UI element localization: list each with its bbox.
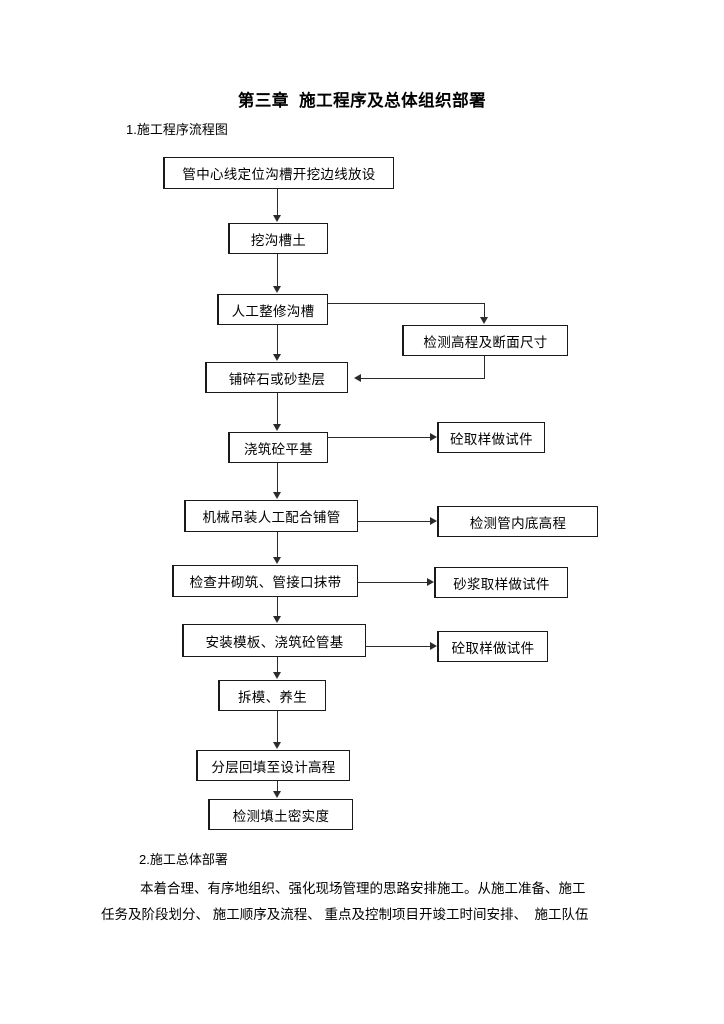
edge-n4-n5-line	[277, 393, 279, 425]
flow-node-main-4: 铺碎石或砂垫层	[205, 362, 348, 393]
edge-n3-s1-hline	[328, 303, 485, 305]
flow-node-main-5: 浇筑砼平基	[228, 432, 328, 463]
flow-node-side-5: 砼取样做试件	[437, 631, 548, 662]
edge-n5-n6-line	[277, 463, 279, 493]
edge-n9-n10-line	[277, 711, 279, 743]
edge-n10-n11-line	[277, 781, 279, 792]
edge-n8-n9-line	[277, 657, 279, 673]
edge-n7-s4-arrow	[427, 578, 434, 586]
edge-n6-s3-arrow	[430, 517, 437, 525]
flow-node-main-10: 分层回填至设计高程	[196, 750, 350, 781]
edge-n1-n2-arrow	[273, 215, 281, 222]
flow-node-side-2: 砼取样做试件	[437, 422, 545, 453]
edge-n2-n3-arrow	[273, 286, 281, 293]
edge-n10-n11-arrow	[273, 791, 281, 798]
edge-n8-n9-arrow	[273, 672, 281, 679]
edge-n3-n4-arrow	[273, 354, 281, 361]
edge-n1-n2-line	[277, 189, 279, 216]
edge-n8-s5-arrow	[430, 642, 437, 650]
flow-node-main-7: 检查井砌筑、管接口抹带	[172, 565, 358, 597]
edge-n3-n4-line	[277, 325, 279, 355]
edge-n5-s2-arrow	[430, 433, 437, 441]
edge-s1-n4-arrow	[354, 374, 361, 382]
edge-n7-n8-line	[277, 597, 279, 617]
edge-n5-n6-arrow	[273, 492, 281, 499]
edge-n4-n5-arrow	[273, 424, 281, 431]
flow-node-main-3: 人工整修沟槽	[217, 294, 328, 325]
edge-n6-s3-line	[358, 521, 431, 523]
edge-n6-n7-line	[277, 532, 279, 558]
flow-node-main-6: 机械吊装人工配合铺管	[184, 500, 358, 532]
flow-node-side-4: 砂浆取样做试件	[434, 567, 568, 598]
section-label-2: 2.施工总体部署	[139, 852, 228, 867]
edge-n6-n7-arrow	[273, 557, 281, 564]
edge-n5-s2-line	[328, 437, 431, 439]
edge-n7-n8-arrow	[273, 616, 281, 623]
edge-n8-s5-line	[366, 646, 431, 648]
edge-s1-n4-vline	[484, 356, 486, 379]
edge-n3-s1-vline	[484, 303, 486, 318]
flow-node-main-8: 安装模板、浇筑砼管基	[182, 624, 366, 657]
edge-n7-s4-line	[358, 582, 428, 584]
page-title: 第三章 施工程序及总体组织部署	[237, 92, 487, 110]
edge-n9-n10-arrow	[273, 742, 281, 749]
edge-s1-n4-hline	[360, 378, 485, 380]
flow-node-main-1: 管中心线定位沟槽开挖边线放设	[163, 157, 394, 189]
flow-node-main-2: 挖沟槽土	[228, 223, 328, 254]
body-paragraph-line-2: 任务及阶段划分、 施工顺序及流程、 重点及控制项目开竣工时间安排、 施工队伍	[101, 907, 589, 922]
flow-node-main-9: 拆模、养生	[218, 680, 326, 711]
edge-n3-s1-arrow	[480, 317, 488, 324]
flow-node-main-11: 检测填土密实度	[208, 799, 353, 830]
flow-node-side-1: 检测高程及断面尺寸	[402, 325, 568, 356]
flow-node-side-3: 检测管内底高程	[437, 506, 598, 537]
body-paragraph-line-1: 本着合理、有序地组织、强化现场管理的思路安排施工。从施工准备、施工	[140, 881, 586, 896]
edge-n2-n3-line	[277, 254, 279, 287]
section-label-1: 1.施工程序流程图	[126, 122, 228, 137]
